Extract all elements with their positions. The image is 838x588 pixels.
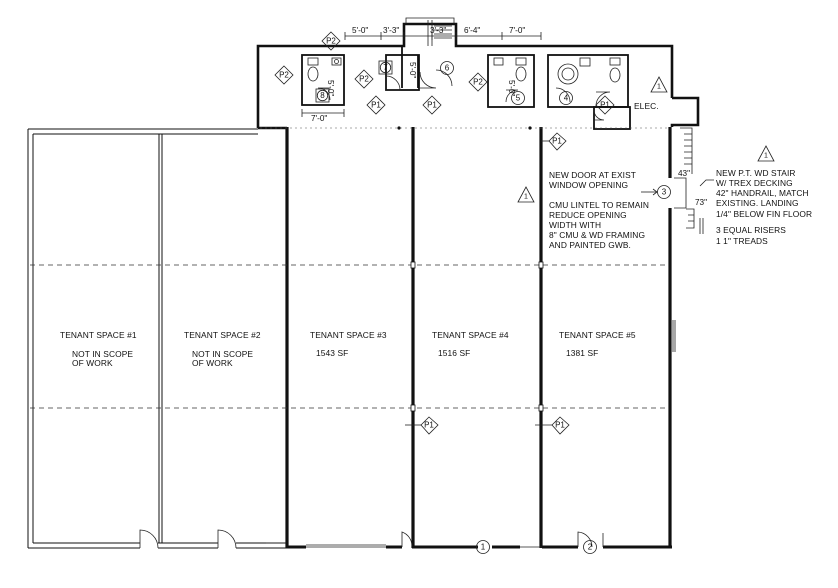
tenant-4-area: 1516 SF [438, 348, 470, 358]
door-tags-square: 7 8 [315, 60, 393, 103]
note-line: W/ TREX DECKING [716, 178, 793, 188]
svg-text:8: 8 [320, 91, 325, 100]
tag-p1-core-a: P1 [366, 95, 386, 115]
dimension-strings: 5'-0" 3'-3" 3'-3" 6'-4" 7'-0" 7'-0" 5'-0… [301, 26, 707, 207]
note-line: REDUCE OPENING [549, 210, 627, 220]
tag-p2-left: P2 [274, 65, 294, 85]
tenant-3-name: TENANT SPACE #3 [310, 330, 387, 340]
dim-stair-height: 73" [695, 198, 707, 207]
tag-p2-mid: P2 [354, 69, 374, 89]
dim-top-e: 7'-0" [509, 26, 525, 35]
grid-lines [30, 126, 668, 412]
exterior-walls [27, 22, 700, 549]
svg-text:7: 7 [383, 63, 388, 72]
dim-vert-a: 5'-0" [326, 80, 335, 96]
dim-vert-b: 5'-0" [408, 62, 417, 78]
tenant-2-name: TENANT SPACE #2 [184, 330, 261, 340]
door-tag-8: 8 [315, 88, 330, 103]
svg-text:P2: P2 [473, 78, 483, 87]
svg-text:P1: P1 [555, 421, 565, 430]
tenant-1-note: NOT IN SCOPE [72, 349, 133, 359]
svg-text:1: 1 [764, 153, 768, 160]
svg-text:1: 1 [524, 194, 528, 201]
door-tag-1: 1 [476, 540, 490, 554]
note-line: NEW DOOR AT EXIST [549, 170, 636, 180]
tenant-3-area: 1543 SF [316, 348, 348, 358]
revision-triangle-icon: 1 [650, 76, 668, 93]
door-tags-circle: 6 5 4 3 1 2 [440, 61, 671, 554]
svg-text:P2: P2 [279, 71, 289, 80]
door-note: NEW DOOR AT EXIST WINDOW OPENING [549, 170, 636, 190]
svg-text:5: 5 [516, 94, 521, 103]
svg-text:P1: P1 [424, 421, 434, 430]
revision-triangle-icon: 1 [757, 145, 775, 162]
tenant-1-note-2: OF WORK [72, 358, 113, 368]
note-line: AND PAINTED GWB. [549, 240, 631, 250]
tag-p2-top: P2 [321, 31, 341, 51]
tenant-5-area: 1381 SF [566, 348, 598, 358]
tag-p1-core-b: P1 [422, 95, 442, 115]
tag-p1-tenant4-bottom: P1 [405, 416, 439, 435]
svg-text:3: 3 [662, 188, 667, 197]
tag-p1-tenant5-bottom: P1 [535, 416, 570, 435]
dim-vert-c: 5'-0" [507, 80, 516, 96]
note-line: WIDTH WITH [549, 220, 601, 230]
door-tag-2: 2 [583, 540, 597, 554]
note-line: WINDOW OPENING [549, 180, 628, 190]
note-line: 8" CMU & WD FRAMING [549, 230, 645, 240]
note-line: CMU LINTEL TO REMAIN [549, 200, 649, 210]
restroom-core [301, 17, 704, 234]
revision-triangle-icon: 1 [517, 186, 535, 203]
svg-text:P1: P1 [371, 101, 381, 110]
tag-p1-core-c: P1 [595, 95, 615, 115]
dim-top-a: 5'-0" [352, 26, 368, 35]
svg-text:P1: P1 [552, 137, 562, 146]
door-tag-3: 3 [641, 185, 671, 199]
note-line: 1 1" TREADS [716, 236, 768, 246]
elec-label: ELEC. [634, 101, 659, 111]
dim-stair-width: 43" [678, 169, 690, 178]
svg-text:6: 6 [445, 64, 450, 73]
svg-text:4: 4 [564, 94, 569, 103]
door-tag-7: 7 [378, 60, 393, 75]
svg-text:P2: P2 [326, 37, 336, 46]
svg-text:1: 1 [481, 543, 486, 552]
tenant-labels: TENANT SPACE #1 NOT IN SCOPE OF WORK TEN… [60, 101, 659, 368]
svg-text:P1: P1 [427, 101, 437, 110]
dim-top-b: 3'-3" [383, 26, 399, 35]
note-line: EXISTING. LANDING [716, 198, 799, 208]
tenant-5-name: TENANT SPACE #5 [559, 330, 636, 340]
storefront-doors [139, 529, 604, 549]
lintel-note: CMU LINTEL TO REMAIN REDUCE OPENING WIDT… [549, 200, 649, 250]
tenant-2-note: NOT IN SCOPE [192, 349, 253, 359]
note-line: 1/4" BELOW FIN FLOOR [716, 209, 812, 219]
stair-note: NEW P.T. WD STAIR W/ TREX DECKING 42" HA… [699, 168, 812, 246]
tag-p2-right: P2 [468, 72, 488, 92]
note-line: 3 EQUAL RISERS [716, 225, 786, 235]
door-tag-4: 4 [559, 91, 573, 105]
tenant-1-name: TENANT SPACE #1 [60, 330, 137, 340]
note-line: NEW P.T. WD STAIR [716, 168, 796, 178]
dim-top-c: 3'-3" [430, 26, 446, 35]
svg-text:2: 2 [588, 543, 593, 552]
svg-text:1: 1 [657, 84, 661, 91]
note-line: 42" HANDRAIL, MATCH [716, 188, 809, 198]
svg-text:P1: P1 [600, 101, 610, 110]
partition-tags: P2 P2 P2 P2 P1 P1 P1 P1 [274, 31, 615, 435]
revision-markers: 1 1 1 [517, 76, 775, 203]
tenant-4-name: TENANT SPACE #4 [432, 330, 509, 340]
dim-top-d: 6'-4" [464, 26, 480, 35]
svg-text:P2: P2 [359, 75, 369, 84]
tenant-2-note-2: OF WORK [192, 358, 233, 368]
door-tag-6: 6 [440, 61, 454, 75]
dim-lower-left: 7'-0" [311, 114, 327, 123]
tag-p1-tenant5-top: P1 [541, 132, 567, 151]
door-tag-5: 5 [511, 91, 525, 105]
